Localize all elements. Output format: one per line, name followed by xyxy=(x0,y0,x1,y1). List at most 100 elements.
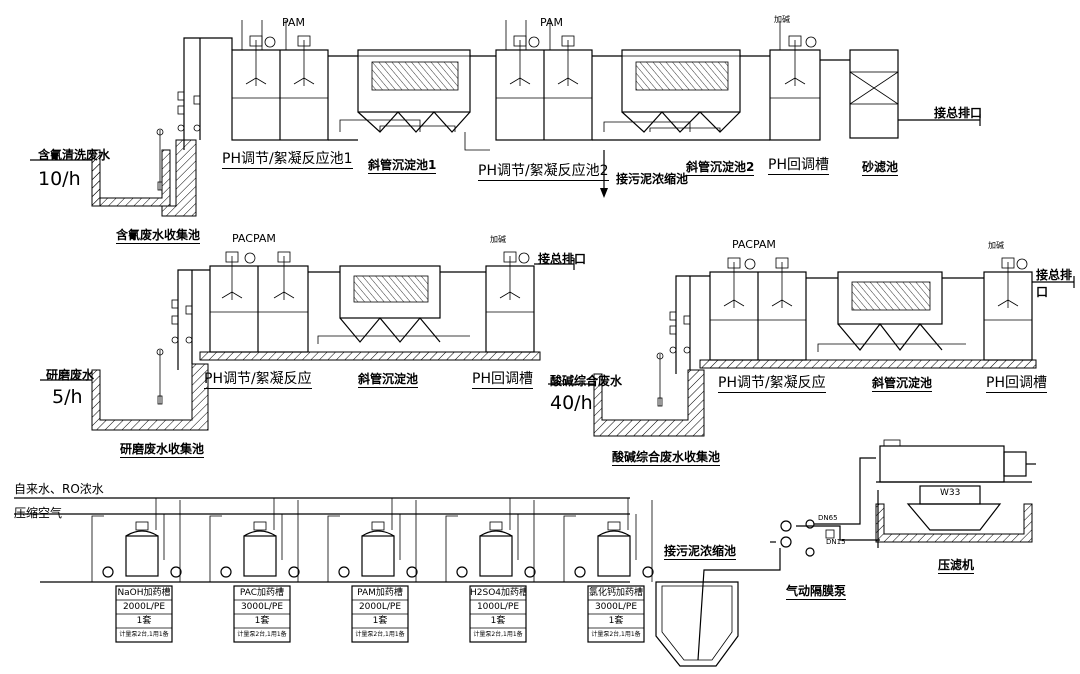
dosing-tank-note: 计量泵2台,1用1备 xyxy=(473,631,523,638)
filter-press xyxy=(875,439,1036,548)
dose-label-c: 加碱 xyxy=(988,241,1004,250)
ph-back-label-1: PH回调槽 xyxy=(768,154,829,175)
main-outlet-label-1: 接总排口 xyxy=(934,106,983,120)
dosing-tank-spec: 2000L/PE xyxy=(122,602,166,612)
acid-riser-pipe xyxy=(669,275,710,374)
grind-flow-label: 5/h xyxy=(52,386,83,408)
sludge-thick-label: 接污泥浓缩池 xyxy=(664,544,737,560)
acid-settler xyxy=(806,271,943,351)
grind-settler xyxy=(308,265,441,343)
pam-label-2: PAM xyxy=(540,16,563,29)
pipe-dn65-label: DN65 xyxy=(818,514,838,522)
dosing-tank-name: H2SO4加药槽 xyxy=(470,588,526,598)
dosing-tank-spec: 3000L/PE xyxy=(240,602,284,612)
grind-ph-back-tank xyxy=(440,251,535,353)
metering-pump-icon xyxy=(102,566,114,578)
dosing-tank-spec: 3000L/PE xyxy=(594,602,638,612)
ph-back-adjust-tank-1 xyxy=(769,22,821,141)
metering-pump-icon xyxy=(456,566,468,578)
grind-ph-coag-reactor xyxy=(209,251,309,353)
dosing-tank-name: 氯化钙加药槽 xyxy=(588,588,643,598)
cyanide-collect-label: 含氰废水收集池 xyxy=(116,228,201,244)
settler-label-1: 斜管沉淀池1 xyxy=(368,158,437,174)
dosing-tank-qty: 1套 xyxy=(490,616,506,626)
filter-press-model: W33 xyxy=(940,488,961,498)
pacpam-label-c: PACPAM xyxy=(732,238,776,251)
dosing-tank-tables xyxy=(115,585,645,643)
sand-filter xyxy=(820,49,899,139)
dosing-tank-note: 计量泵2台,1用1备 xyxy=(237,631,287,638)
dosing-tank-name: PAM加药槽 xyxy=(357,588,403,598)
metering-pump-icon xyxy=(338,566,350,578)
acid-settler-label: 斜管沉淀池 xyxy=(872,376,933,392)
dosing-tank-body xyxy=(361,535,395,577)
grind-collect-label: 研磨废水收集池 xyxy=(120,442,205,458)
water-supply-label: 自来水、RO浓水 xyxy=(14,482,104,496)
settler-label-2: 斜管沉淀池2 xyxy=(686,160,755,176)
pacpam-label-b: PACPAM xyxy=(232,232,276,245)
acid-collection-pit xyxy=(548,352,705,437)
sand-filter-label: 砂滤池 xyxy=(862,160,899,176)
dosing-tank-spec: 1000L/PE xyxy=(476,602,520,612)
acid-collect-label: 酸碱综合废水收集池 xyxy=(612,450,721,466)
cyanide-collection-pit xyxy=(30,128,197,217)
cyanide-riser-pipe xyxy=(177,37,233,150)
acid-ph-back-tank xyxy=(942,257,1033,361)
acid-ph-coag-reactor xyxy=(709,257,807,361)
dose-label-1: 加碱 xyxy=(774,15,790,24)
metering-pump-icon xyxy=(406,566,418,578)
sludge-thickener xyxy=(655,548,781,667)
dosing-tank-spec: 2000L/PE xyxy=(358,602,402,612)
metering-pump-icon xyxy=(288,566,300,578)
grind-ground-slab xyxy=(199,351,541,361)
dosing-tank-name: NaOH加药槽 xyxy=(117,588,171,598)
dosing-tank-note: 计量泵2台,1用1备 xyxy=(355,631,405,638)
grind-riser-pipe xyxy=(171,269,210,370)
filter-press-label: 压滤机 xyxy=(938,558,975,574)
dosing-tank-body xyxy=(243,535,277,577)
grind-ph-back-label: PH回调槽 xyxy=(472,368,533,389)
dosing-tank-qty: 1套 xyxy=(608,616,624,626)
inclined-tube-settler-2 xyxy=(592,49,741,133)
diaphragm-pump xyxy=(770,457,880,557)
dosing-tank-note: 计量泵2台,1用1备 xyxy=(119,631,169,638)
air-label: 压缩空气 xyxy=(14,506,63,520)
cyanide-flow-label: 10/h xyxy=(38,168,81,190)
acid-ph-coag-label: PH调节/絮凝反应 xyxy=(718,372,826,393)
metering-pump-icon xyxy=(170,566,182,578)
ph-coag-label-1: PH调节/絮凝反应池1 xyxy=(222,148,353,169)
pipe-dn15-label: DN15 xyxy=(826,538,846,546)
ph-coag-reactor-1 xyxy=(231,20,329,141)
dosing-tank-note: 计量泵2台,1用1备 xyxy=(591,631,641,638)
acid-ground-slab xyxy=(699,359,1037,369)
metering-pump-icon xyxy=(574,566,586,578)
grind-ph-coag-label: PH调节/絮凝反应 xyxy=(204,368,312,389)
dosing-tank-body xyxy=(597,535,631,577)
to-sludge-label: 接污泥浓缩池 xyxy=(616,172,689,186)
metering-pump-icon xyxy=(524,566,536,578)
ph-coag-reactor-2 xyxy=(495,20,593,141)
grind-wastewater-label: 研磨废水 xyxy=(46,368,95,382)
dose-label-b: 加碱 xyxy=(490,235,506,244)
diaphragm-pump-label: 气动隔膜泵 xyxy=(786,584,847,600)
inclined-tube-settler-1 xyxy=(328,49,471,133)
dosing-tank-qty: 1套 xyxy=(254,616,270,626)
dosing-tank-qty: 1套 xyxy=(136,616,152,626)
dosing-tank-body xyxy=(125,535,159,577)
grind-settler-label: 斜管沉淀池 xyxy=(358,372,419,388)
metering-pump-icon xyxy=(220,566,232,578)
ph-coag-label-2: PH调节/絮凝反应池2 xyxy=(478,160,609,181)
main-outlet-label-c: 接总排口 xyxy=(1036,268,1073,299)
metering-pump-icon xyxy=(642,566,654,578)
dosing-tank-qty: 1套 xyxy=(372,616,388,626)
cyanide-wastewater-label: 含氰清洗废水 xyxy=(38,148,111,162)
pam-label-1: PAM xyxy=(282,16,305,29)
acid-ph-back-label: PH回调槽 xyxy=(986,372,1047,393)
dosing-tank-units xyxy=(91,498,654,582)
acid-flow-label: 40/h xyxy=(550,392,593,414)
dosing-header-pipes xyxy=(14,497,630,583)
dosing-tank-body xyxy=(479,535,513,577)
dosing-tank-name: PAC加药槽 xyxy=(239,588,285,598)
